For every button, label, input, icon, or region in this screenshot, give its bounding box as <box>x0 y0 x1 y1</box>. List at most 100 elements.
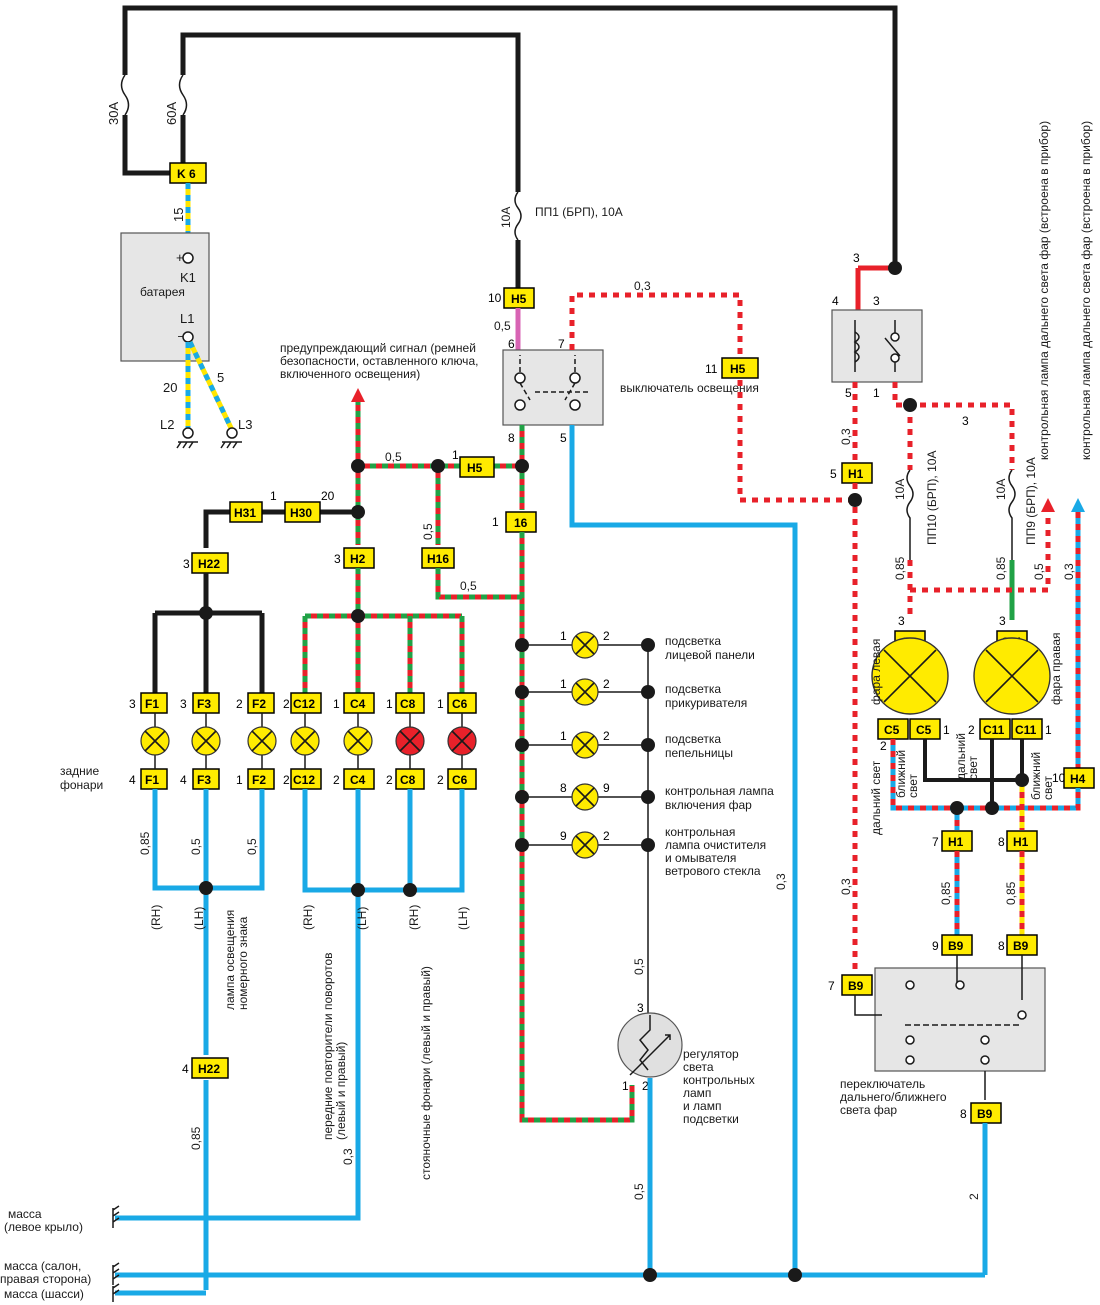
svg-text:0,3: 0,3 <box>839 428 853 445</box>
ground-l2-icon <box>176 441 198 449</box>
svg-text:H1: H1 <box>848 467 864 481</box>
svg-text:2: 2 <box>642 1079 649 1093</box>
fuse-pp9-label: ПП9 (БРП), 10А <box>1024 457 1038 545</box>
svg-text:1: 1 <box>560 729 567 743</box>
ground-l3-label: L3 <box>238 417 252 432</box>
bl-face-1: подсветка <box>665 634 721 648</box>
svg-text:9: 9 <box>603 781 610 795</box>
svg-text:0,5: 0,5 <box>494 319 511 333</box>
svg-text:5: 5 <box>560 431 567 445</box>
fuse-pp10-label: ПП10 (БРП), 10А <box>925 451 939 545</box>
connector-h5-mid <box>459 456 495 478</box>
svg-text:2: 2 <box>603 629 610 643</box>
fuse-60a-label: 60A <box>164 102 179 125</box>
dimmer-label-2: света <box>683 1060 714 1074</box>
svg-text:1: 1 <box>270 489 277 503</box>
svg-text:3: 3 <box>637 1001 644 1015</box>
bl-cig-2: прикуривателя <box>665 696 747 710</box>
battery-minus: – <box>178 328 186 343</box>
svg-text:0,85: 0,85 <box>189 1126 203 1150</box>
svg-text:2: 2 <box>283 697 290 711</box>
svg-text:0,5: 0,5 <box>1032 563 1046 580</box>
svg-text:4: 4 <box>832 294 839 308</box>
fuse-pp1-rating: 10A <box>499 207 513 228</box>
svg-text:2: 2 <box>333 773 340 787</box>
svg-text:B9: B9 <box>1013 939 1029 953</box>
warning-label-3: включенного освещения) <box>280 367 420 381</box>
svg-text:C8: C8 <box>400 773 416 787</box>
svg-text:0,3: 0,3 <box>634 279 651 293</box>
bl-ash-2: пепельницы <box>665 746 733 760</box>
svg-text:6: 6 <box>508 337 515 351</box>
svg-text:(RH): (RH) <box>301 905 315 930</box>
svg-text:H30: H30 <box>290 506 312 520</box>
svg-text:0,5: 0,5 <box>460 579 477 593</box>
svg-text:1: 1 <box>873 386 880 400</box>
svg-text:(LH): (LH) <box>456 907 470 930</box>
svg-text:H5: H5 <box>730 362 746 376</box>
svg-text:3: 3 <box>183 557 190 571</box>
svg-text:7: 7 <box>932 835 939 849</box>
wire-20-label: 20 <box>163 380 177 395</box>
svg-text:H4: H4 <box>1070 772 1086 786</box>
svg-text:0,5: 0,5 <box>245 838 259 855</box>
svg-text:F3: F3 <box>197 773 211 787</box>
svg-text:7: 7 <box>558 337 565 351</box>
svg-text:H2: H2 <box>350 552 366 566</box>
ctl-wiper-1: контрольная <box>665 825 735 839</box>
ctl-head-1: контрольная лампа <box>665 784 774 798</box>
low-beam-label-right-2: свет <box>1041 775 1055 800</box>
svg-text:3: 3 <box>962 414 969 428</box>
svg-text:3: 3 <box>853 251 860 265</box>
svg-text:8: 8 <box>508 431 515 445</box>
svg-text:B9: B9 <box>977 1107 993 1121</box>
svg-text:H1: H1 <box>1013 835 1029 849</box>
indicator-label-1: контрольная лампа дальнего света фар (вс… <box>1037 121 1051 460</box>
svg-text:2: 2 <box>603 677 610 691</box>
headlamp-right-label: фара правая <box>1049 633 1063 706</box>
warning-label-1: предупреждающий сигнал (ремней <box>280 341 476 355</box>
front-repeaters-label-2: (левый и правый) <box>334 1042 348 1140</box>
svg-text:0,85: 0,85 <box>939 881 953 905</box>
wire-main-30a <box>122 5 898 268</box>
svg-text:2: 2 <box>967 1193 981 1200</box>
svg-text:2: 2 <box>603 829 610 843</box>
svg-text:F2: F2 <box>252 697 266 711</box>
ground-l3-icon <box>220 441 242 449</box>
svg-text:1: 1 <box>943 723 950 737</box>
svg-text:1: 1 <box>236 773 243 787</box>
svg-text:11: 11 <box>705 362 718 376</box>
svg-text:H31: H31 <box>234 506 256 520</box>
bl-ash-1: подсветка <box>665 732 721 746</box>
ground-chassis-label: масса (шасси) <box>4 1287 84 1301</box>
lamp-icons <box>140 713 477 769</box>
svg-text:3: 3 <box>180 697 187 711</box>
battery-k1-label: K1 <box>180 270 196 285</box>
svg-text:2: 2 <box>968 723 975 737</box>
svg-text:1: 1 <box>560 677 567 691</box>
ground-l2-label: L2 <box>160 417 174 432</box>
svg-text:2: 2 <box>236 697 243 711</box>
svg-text:(RH): (RH) <box>149 905 163 930</box>
svg-text:(LH): (LH) <box>355 907 369 930</box>
svg-text:3: 3 <box>898 614 905 628</box>
svg-text:3: 3 <box>129 697 136 711</box>
dimmer-label-4: ламп <box>683 1086 711 1100</box>
svg-text:F1: F1 <box>145 773 159 787</box>
svg-text:3: 3 <box>873 294 880 308</box>
svg-text:0,5: 0,5 <box>632 958 646 975</box>
wire-15-label: 15 <box>171 208 186 222</box>
tail-lamps-label-1: задние <box>60 764 100 778</box>
svg-text:7: 7 <box>828 979 835 993</box>
svg-text:2: 2 <box>386 773 393 787</box>
svg-text:0,85: 0,85 <box>138 831 152 855</box>
svg-text:0,85: 0,85 <box>893 556 907 580</box>
svg-text:H5: H5 <box>467 461 483 475</box>
fuse-pp1-icon <box>514 191 522 241</box>
battery-label: батарея <box>140 285 185 299</box>
svg-text:10: 10 <box>488 291 502 305</box>
dimmer-label-5: и ламп <box>683 1099 721 1113</box>
svg-text:8: 8 <box>998 835 1005 849</box>
svg-text:0,5: 0,5 <box>385 450 402 464</box>
